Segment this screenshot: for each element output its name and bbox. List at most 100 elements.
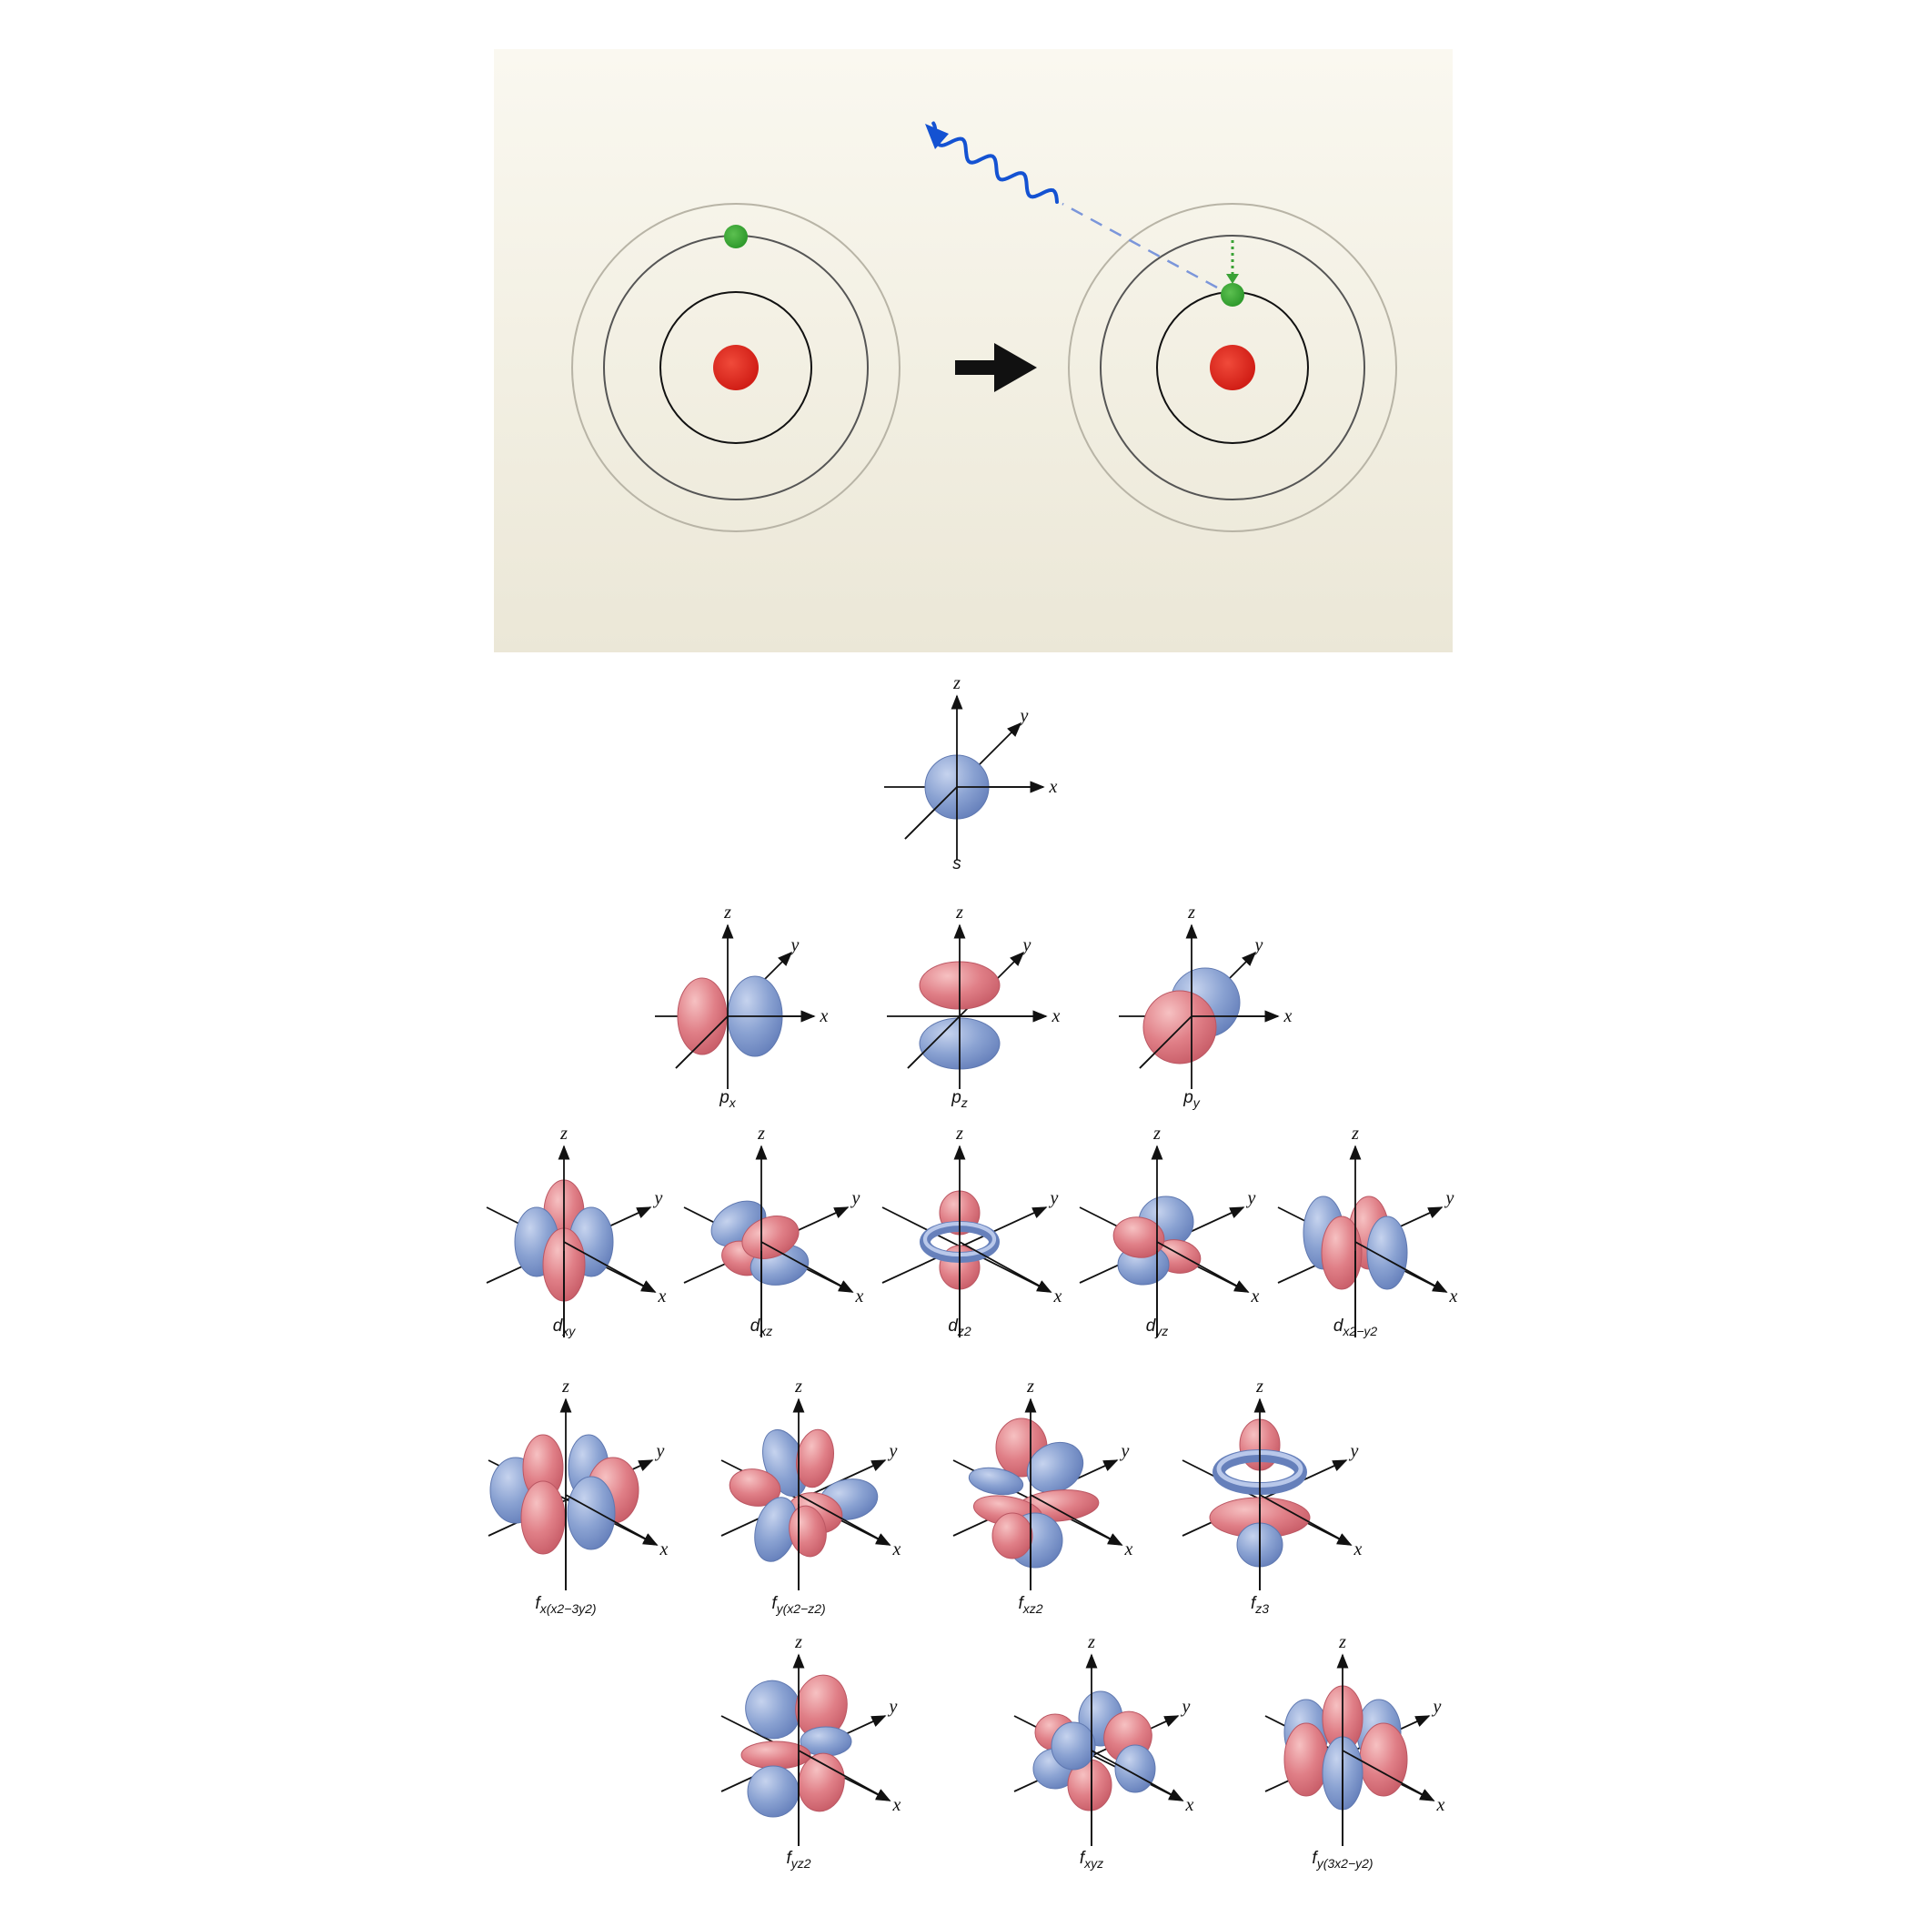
orbital-py: x y z py bbox=[1119, 903, 1293, 1110]
z-axis-label: z bbox=[1255, 1377, 1263, 1397]
z-axis-label: z bbox=[952, 673, 961, 693]
y-axis-label: y bbox=[1253, 935, 1263, 955]
orbital-label-fyz2: fyz2 bbox=[786, 1849, 810, 1871]
orbital-subscript: y(x2−z2) bbox=[776, 1601, 826, 1616]
x-axis-label: x bbox=[658, 1286, 667, 1307]
orbital-label-fz3: fz3 bbox=[1251, 1594, 1269, 1616]
orbital-letter: d bbox=[1333, 1317, 1344, 1336]
orbital-letter: d bbox=[1146, 1317, 1157, 1336]
z-axis-label: z bbox=[1338, 1632, 1346, 1652]
x-axis-front bbox=[798, 1494, 891, 1546]
photon-wave bbox=[931, 121, 1059, 204]
x-axis-label: x bbox=[1449, 1286, 1458, 1307]
orbit-n3 bbox=[1068, 203, 1397, 532]
orbital-letter: p bbox=[951, 1088, 961, 1107]
orbital-subscript: x(x2−3y2) bbox=[539, 1601, 597, 1616]
x-axis-front bbox=[1091, 1750, 1184, 1801]
positive-lobe bbox=[1112, 1216, 1165, 1258]
orbital-label-py: py bbox=[1182, 1088, 1201, 1110]
orbital-dx2y2: x y z dx2−y2 bbox=[1277, 1124, 1458, 1338]
z-axis-label: z bbox=[723, 903, 731, 923]
y-axis-label: y bbox=[1432, 1697, 1442, 1717]
x-axis-front bbox=[1030, 1494, 1123, 1546]
x-axis-front bbox=[563, 1241, 657, 1293]
orbital-label-fxyz: fxyz bbox=[1080, 1849, 1103, 1871]
orbital-subscript: yz2 bbox=[790, 1856, 811, 1871]
x-axis-label: x bbox=[1283, 1006, 1293, 1026]
x-axis-front bbox=[1342, 1750, 1435, 1801]
orbital-letter: d bbox=[553, 1317, 564, 1336]
negative-lobe bbox=[567, 1476, 616, 1550]
x-axis-front bbox=[959, 1241, 1052, 1293]
positive-lobe bbox=[729, 1468, 781, 1507]
orbital-subscript: xy bbox=[561, 1324, 576, 1338]
positive-lobe bbox=[796, 1428, 834, 1488]
x-axis-label: x bbox=[1049, 777, 1058, 797]
x-axis-label: x bbox=[892, 1795, 901, 1815]
photon-trajectory bbox=[1062, 202, 1218, 289]
x-axis-label: x bbox=[1353, 1539, 1363, 1559]
x-axis-label: x bbox=[1436, 1795, 1445, 1815]
positive-lobe bbox=[520, 1480, 566, 1555]
z-axis-label: z bbox=[561, 1377, 569, 1397]
orbital-label-pz: pz bbox=[951, 1088, 968, 1110]
orbital-label-dyz: dyz bbox=[1146, 1317, 1169, 1338]
atom-before bbox=[571, 203, 901, 532]
x-axis-label: x bbox=[855, 1286, 864, 1307]
z-axis-label: z bbox=[955, 903, 963, 923]
negative-lobe bbox=[968, 1467, 1024, 1496]
orbital-subscript: x2−y2 bbox=[1342, 1324, 1377, 1338]
x-axis-label: x bbox=[892, 1539, 901, 1559]
atom-after bbox=[1068, 203, 1397, 532]
positive-lobe bbox=[740, 1740, 811, 1770]
orbital-label-px: px bbox=[719, 1088, 737, 1110]
z-axis-label: z bbox=[1351, 1124, 1359, 1144]
x-axis-front bbox=[798, 1750, 891, 1801]
y-axis-front bbox=[1139, 1015, 1192, 1069]
y-axis-label: y bbox=[1444, 1188, 1454, 1208]
orbital-letter: f bbox=[771, 1594, 778, 1613]
orbital-subscript: z bbox=[961, 1095, 968, 1110]
emission-panel bbox=[494, 49, 1453, 652]
y-axis-front bbox=[907, 1015, 961, 1069]
orbital-subscript: xz bbox=[759, 1324, 772, 1338]
x-axis-label: x bbox=[1052, 1006, 1061, 1026]
x-axis-front bbox=[1259, 1494, 1353, 1546]
x-axis-label: x bbox=[1053, 1286, 1062, 1307]
y-axis-label: y bbox=[1181, 1697, 1191, 1717]
orbital-s: x y z s bbox=[884, 673, 1058, 873]
z-axis-label: z bbox=[794, 1632, 802, 1652]
x-axis-front bbox=[1354, 1241, 1448, 1293]
positive-lobe bbox=[1359, 1722, 1408, 1797]
orbital-subscript: y(3x2−y2) bbox=[1316, 1856, 1374, 1871]
y-axis-label: y bbox=[1019, 706, 1029, 726]
z-axis-label: z bbox=[1087, 1632, 1095, 1652]
orbital-label-fy: fy(x2−z2) bbox=[771, 1594, 825, 1616]
orbital-letter: f bbox=[1080, 1849, 1086, 1868]
y-axis-label: y bbox=[790, 935, 800, 955]
orbit-n1 bbox=[659, 291, 812, 444]
y-axis-label: y bbox=[1021, 935, 1031, 955]
y-axis-front bbox=[904, 786, 958, 840]
electron bbox=[1221, 283, 1244, 307]
orbital-label-s: s bbox=[952, 854, 961, 873]
orbital-label-fxz2: fxz2 bbox=[1018, 1594, 1042, 1616]
negative-lobe bbox=[1366, 1216, 1408, 1290]
orbit-n2 bbox=[1100, 235, 1365, 500]
electron-drop-arrow-icon bbox=[1226, 274, 1239, 284]
z-axis-label: z bbox=[1026, 1377, 1034, 1397]
emission-diagram bbox=[571, 121, 1397, 532]
x-axis-label: x bbox=[820, 1006, 829, 1026]
orbital-subscript: x bbox=[729, 1095, 737, 1110]
x-axis-label: x bbox=[659, 1539, 669, 1559]
nucleus bbox=[713, 345, 759, 390]
orbital-label-dxz: dxz bbox=[750, 1317, 773, 1338]
z-axis-label: z bbox=[1187, 903, 1195, 923]
electron bbox=[724, 225, 748, 248]
